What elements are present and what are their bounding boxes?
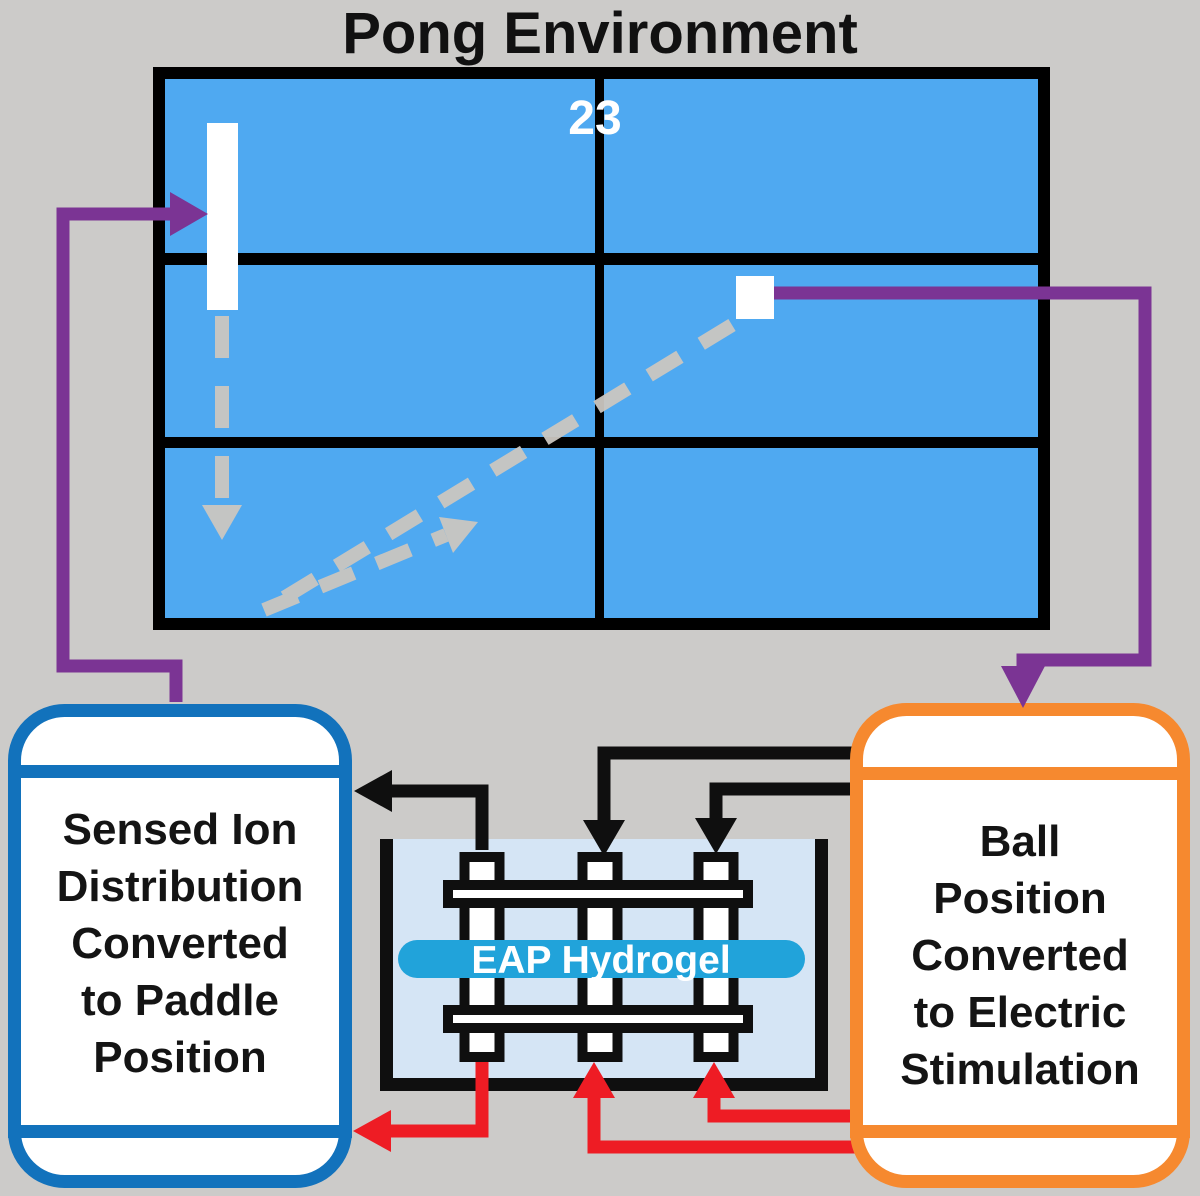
purple-arrowhead-into-paddle-icon	[170, 192, 208, 236]
ball-bounce-dashed-line	[261, 528, 449, 617]
ball-position-box-line: to Electric	[914, 988, 1127, 1037]
red-arrowhead-into-right-electrode-icon	[693, 1062, 735, 1098]
black-arrowhead-into-right-electrode-icon	[695, 818, 737, 854]
ball-position-box: Ball Position Converted to Electric Stim…	[850, 703, 1190, 1188]
red-wire-stimulus-to-right-electrode	[707, 1098, 858, 1123]
score-display: 23	[568, 92, 621, 145]
black-wire-left-electrode-to-sensor	[392, 784, 489, 850]
ball-position-box-line: Position	[933, 874, 1107, 923]
sensed-ion-box-outline	[8, 704, 352, 1188]
pong-field: 23	[153, 67, 1050, 630]
sensed-ion-box-bottom-divider	[8, 1125, 352, 1138]
container-right-wall	[815, 839, 828, 1091]
paddle-drop-arrowhead-icon	[202, 505, 242, 540]
ball-position-box-bottom-divider	[850, 1125, 1190, 1138]
page-title: Pong Environment	[342, 1, 858, 66]
purple-path-ball-position	[774, 286, 1152, 667]
ball-position-box-line: Stimulation	[900, 1045, 1140, 1094]
hydrogel-pill	[398, 940, 805, 978]
red-wire-stimulus-to-middle-electrode	[587, 1098, 858, 1154]
red-arrowhead-into-left-box-icon	[353, 1110, 391, 1152]
sensed-ion-box-line: to Paddle	[81, 976, 279, 1025]
ball-path-dashed-line	[260, 319, 736, 616]
sensed-ion-box-line: Sensed Ion	[63, 805, 298, 854]
black-arrowhead-into-middle-electrode-icon	[583, 820, 625, 856]
ball-bounce-arrowhead-icon	[439, 517, 478, 553]
black-wire-stimulus-to-right-electrode	[709, 782, 858, 818]
container-left-wall	[380, 839, 393, 1091]
paddle	[207, 123, 238, 310]
black-wire-stimulus-to-middle-electrode	[597, 746, 858, 820]
purple-arrowhead-into-stimulus-box-icon	[1001, 666, 1045, 708]
black-arrowhead-into-left-box-icon	[354, 770, 392, 812]
purple-feedback-paths	[56, 207, 1152, 702]
black-wires	[392, 746, 858, 850]
mesh-crossbar-top	[443, 880, 753, 908]
field-center-line	[595, 79, 604, 618]
electrode-mesh	[443, 852, 753, 1062]
sensed-ion-box-line: Position	[93, 1033, 267, 1082]
sensed-ion-box-line: Distribution	[57, 862, 304, 911]
red-wires	[391, 1062, 858, 1154]
mesh-crossbar-bottom	[443, 1005, 753, 1033]
hydrogel-label: EAP Hydrogel	[471, 939, 730, 982]
red-arrowhead-into-middle-electrode-icon	[573, 1062, 615, 1098]
ball	[736, 276, 774, 319]
ball-position-box-outline	[850, 703, 1190, 1188]
purple-path-paddle-feedback	[56, 207, 183, 702]
sensed-ion-box-top-divider	[8, 765, 352, 778]
ball-trajectory	[215, 316, 736, 617]
sensed-ion-box: Sensed Ion Distribution Converted to Pad…	[8, 704, 352, 1188]
ball-position-box-top-divider	[850, 767, 1190, 780]
sensed-ion-box-line: Converted	[71, 919, 289, 968]
ball-position-box-line: Converted	[911, 931, 1129, 980]
red-wire-left-electrode-to-sensor	[391, 1062, 489, 1138]
ball-position-box-line: Ball	[980, 817, 1061, 866]
